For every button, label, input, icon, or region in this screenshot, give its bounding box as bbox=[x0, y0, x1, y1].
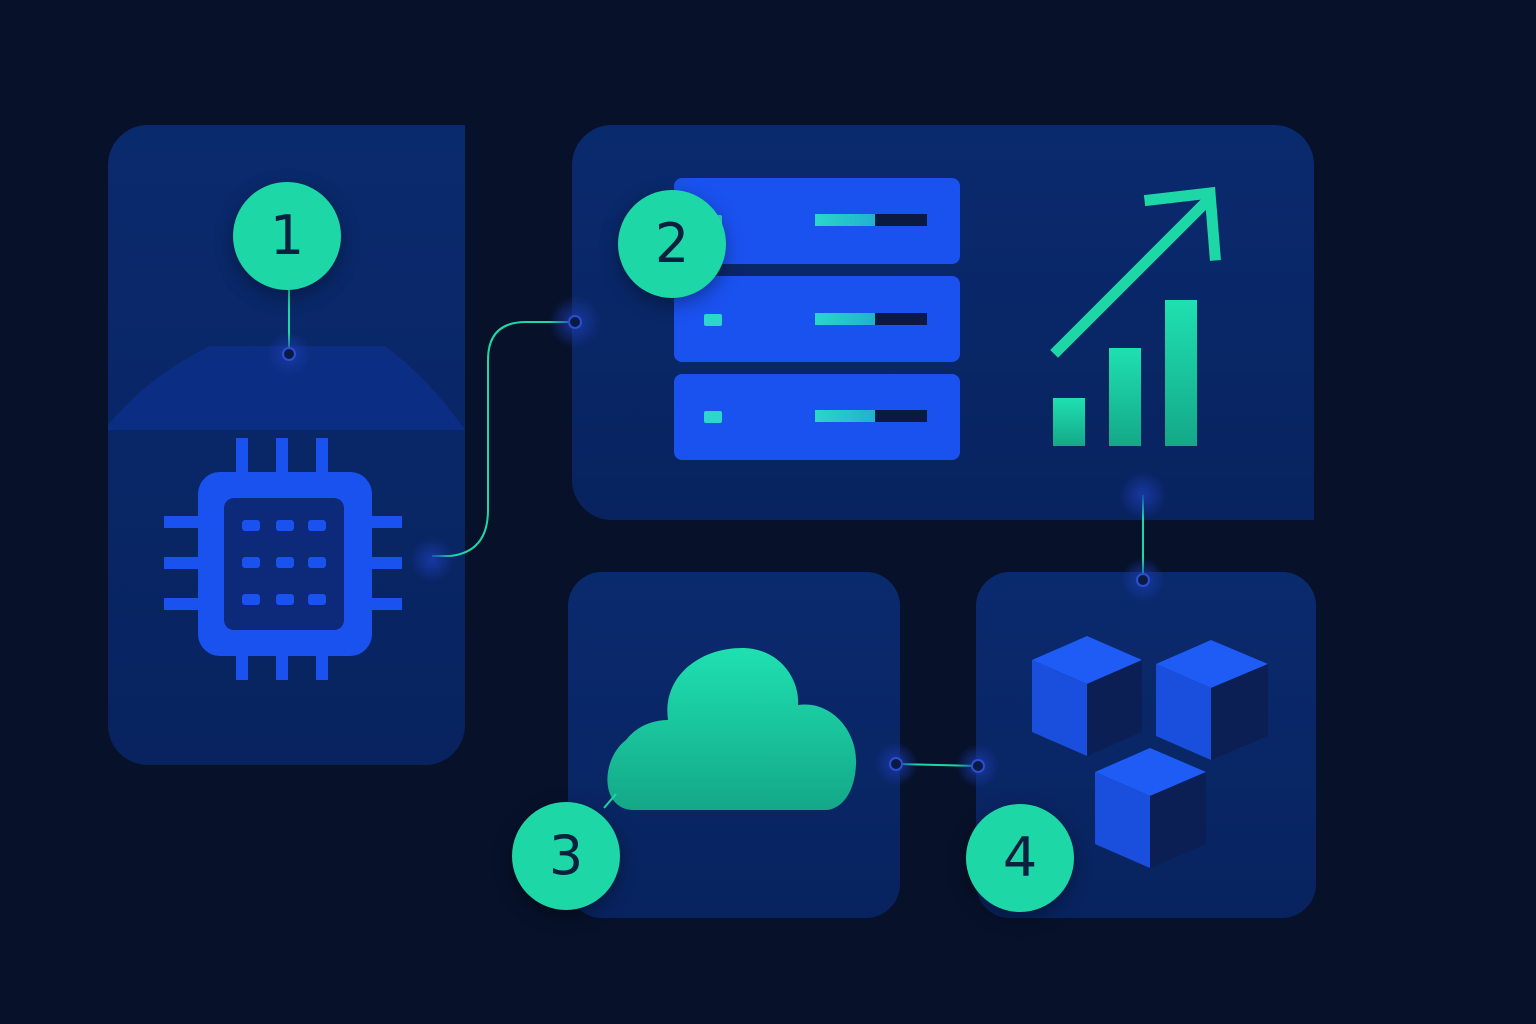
bar-chart-growth-icon bbox=[1053, 300, 1197, 446]
server-unit bbox=[674, 178, 960, 264]
cpu-chip-icon bbox=[164, 438, 402, 680]
connector-panel1-to-panel2 bbox=[432, 321, 575, 557]
step-badge-2: 2 bbox=[618, 190, 726, 298]
cube bbox=[1156, 640, 1268, 760]
cloud-icon bbox=[607, 648, 857, 810]
step-badge-3: 3 bbox=[512, 802, 620, 910]
cubes-icon bbox=[1032, 636, 1268, 868]
connector-badge3-to-cloud bbox=[603, 793, 617, 809]
server-rack-icon bbox=[674, 178, 960, 460]
trend-up-arrow-icon bbox=[1050, 186, 1221, 358]
server-unit bbox=[674, 374, 960, 460]
connector-nodes bbox=[267, 296, 1167, 788]
server-unit bbox=[674, 276, 960, 362]
step-badge-4: 4 bbox=[966, 804, 1074, 912]
cube bbox=[1095, 748, 1206, 868]
cube bbox=[1032, 636, 1142, 756]
compute-panel-inner-shape bbox=[108, 346, 465, 430]
step-badge-1: 1 bbox=[233, 182, 341, 290]
